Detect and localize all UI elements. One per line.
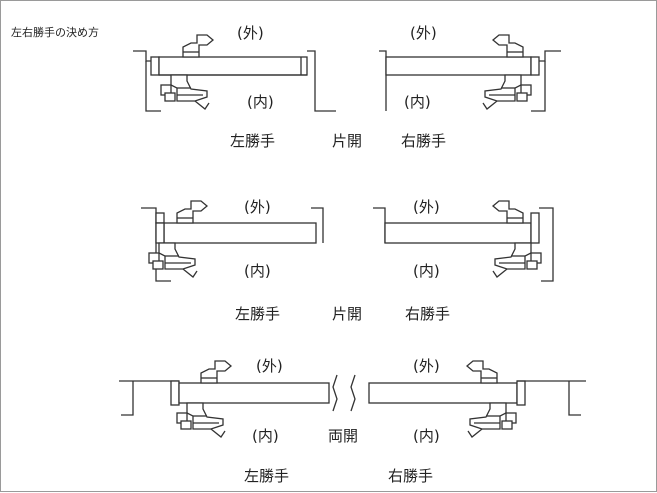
row2-right-hand-label: 右勝手 xyxy=(405,305,450,323)
outside-lever-handle-icon xyxy=(492,200,524,224)
row2-type-label: 片開 xyxy=(332,305,362,323)
row1-right-hand-label: 右勝手 xyxy=(401,132,446,150)
outside-lever-handle-icon xyxy=(176,200,208,224)
row3-right-hand-label: 右勝手 xyxy=(388,467,433,485)
row1-left-inside-label: (内) xyxy=(247,93,274,111)
row2-left-hand-label: 左勝手 xyxy=(235,305,280,323)
inside-lever-handle-icon xyxy=(482,74,532,110)
row3-right-inside-label: (内) xyxy=(413,427,440,445)
row3-right-outside-label: (外) xyxy=(413,357,440,375)
outside-lever-handle-icon xyxy=(182,34,214,58)
row2-left-outside-label: (外) xyxy=(244,198,271,216)
row2-right-inside-label: (内) xyxy=(413,262,440,280)
outside-lever-handle-icon xyxy=(200,360,232,384)
inside-lever-handle-icon xyxy=(467,402,517,438)
row1-right-door-section xyxy=(379,50,561,112)
inside-lever-handle-icon xyxy=(160,74,210,110)
row3-double-door-section xyxy=(119,374,586,416)
row1-left-door-section xyxy=(133,50,336,112)
row1-type-label: 片開 xyxy=(332,132,362,150)
outside-lever-handle-icon xyxy=(466,360,498,384)
inside-lever-handle-icon xyxy=(176,402,226,438)
row3-left-outside-label: (外) xyxy=(256,357,283,375)
inside-lever-handle-icon xyxy=(492,242,542,278)
row1-right-inside-label: (内) xyxy=(404,93,431,111)
row2-left-door-section xyxy=(141,207,324,282)
row1-right-outside-label: (外) xyxy=(410,24,437,42)
row1-left-outside-label: (外) xyxy=(237,24,264,42)
row1-left-hand-label: 左勝手 xyxy=(230,132,275,150)
outside-lever-handle-icon xyxy=(492,34,524,58)
row2-left-inside-label: (内) xyxy=(244,262,271,280)
row2-right-outside-label: (外) xyxy=(413,198,440,216)
row3-type-label: 両開 xyxy=(328,427,358,445)
row3-left-inside-label: (内) xyxy=(252,427,279,445)
row3-left-hand-label: 左勝手 xyxy=(244,467,289,485)
diagram-title: 左右勝手の決め方 xyxy=(11,25,99,39)
row2-right-door-section xyxy=(373,207,554,282)
